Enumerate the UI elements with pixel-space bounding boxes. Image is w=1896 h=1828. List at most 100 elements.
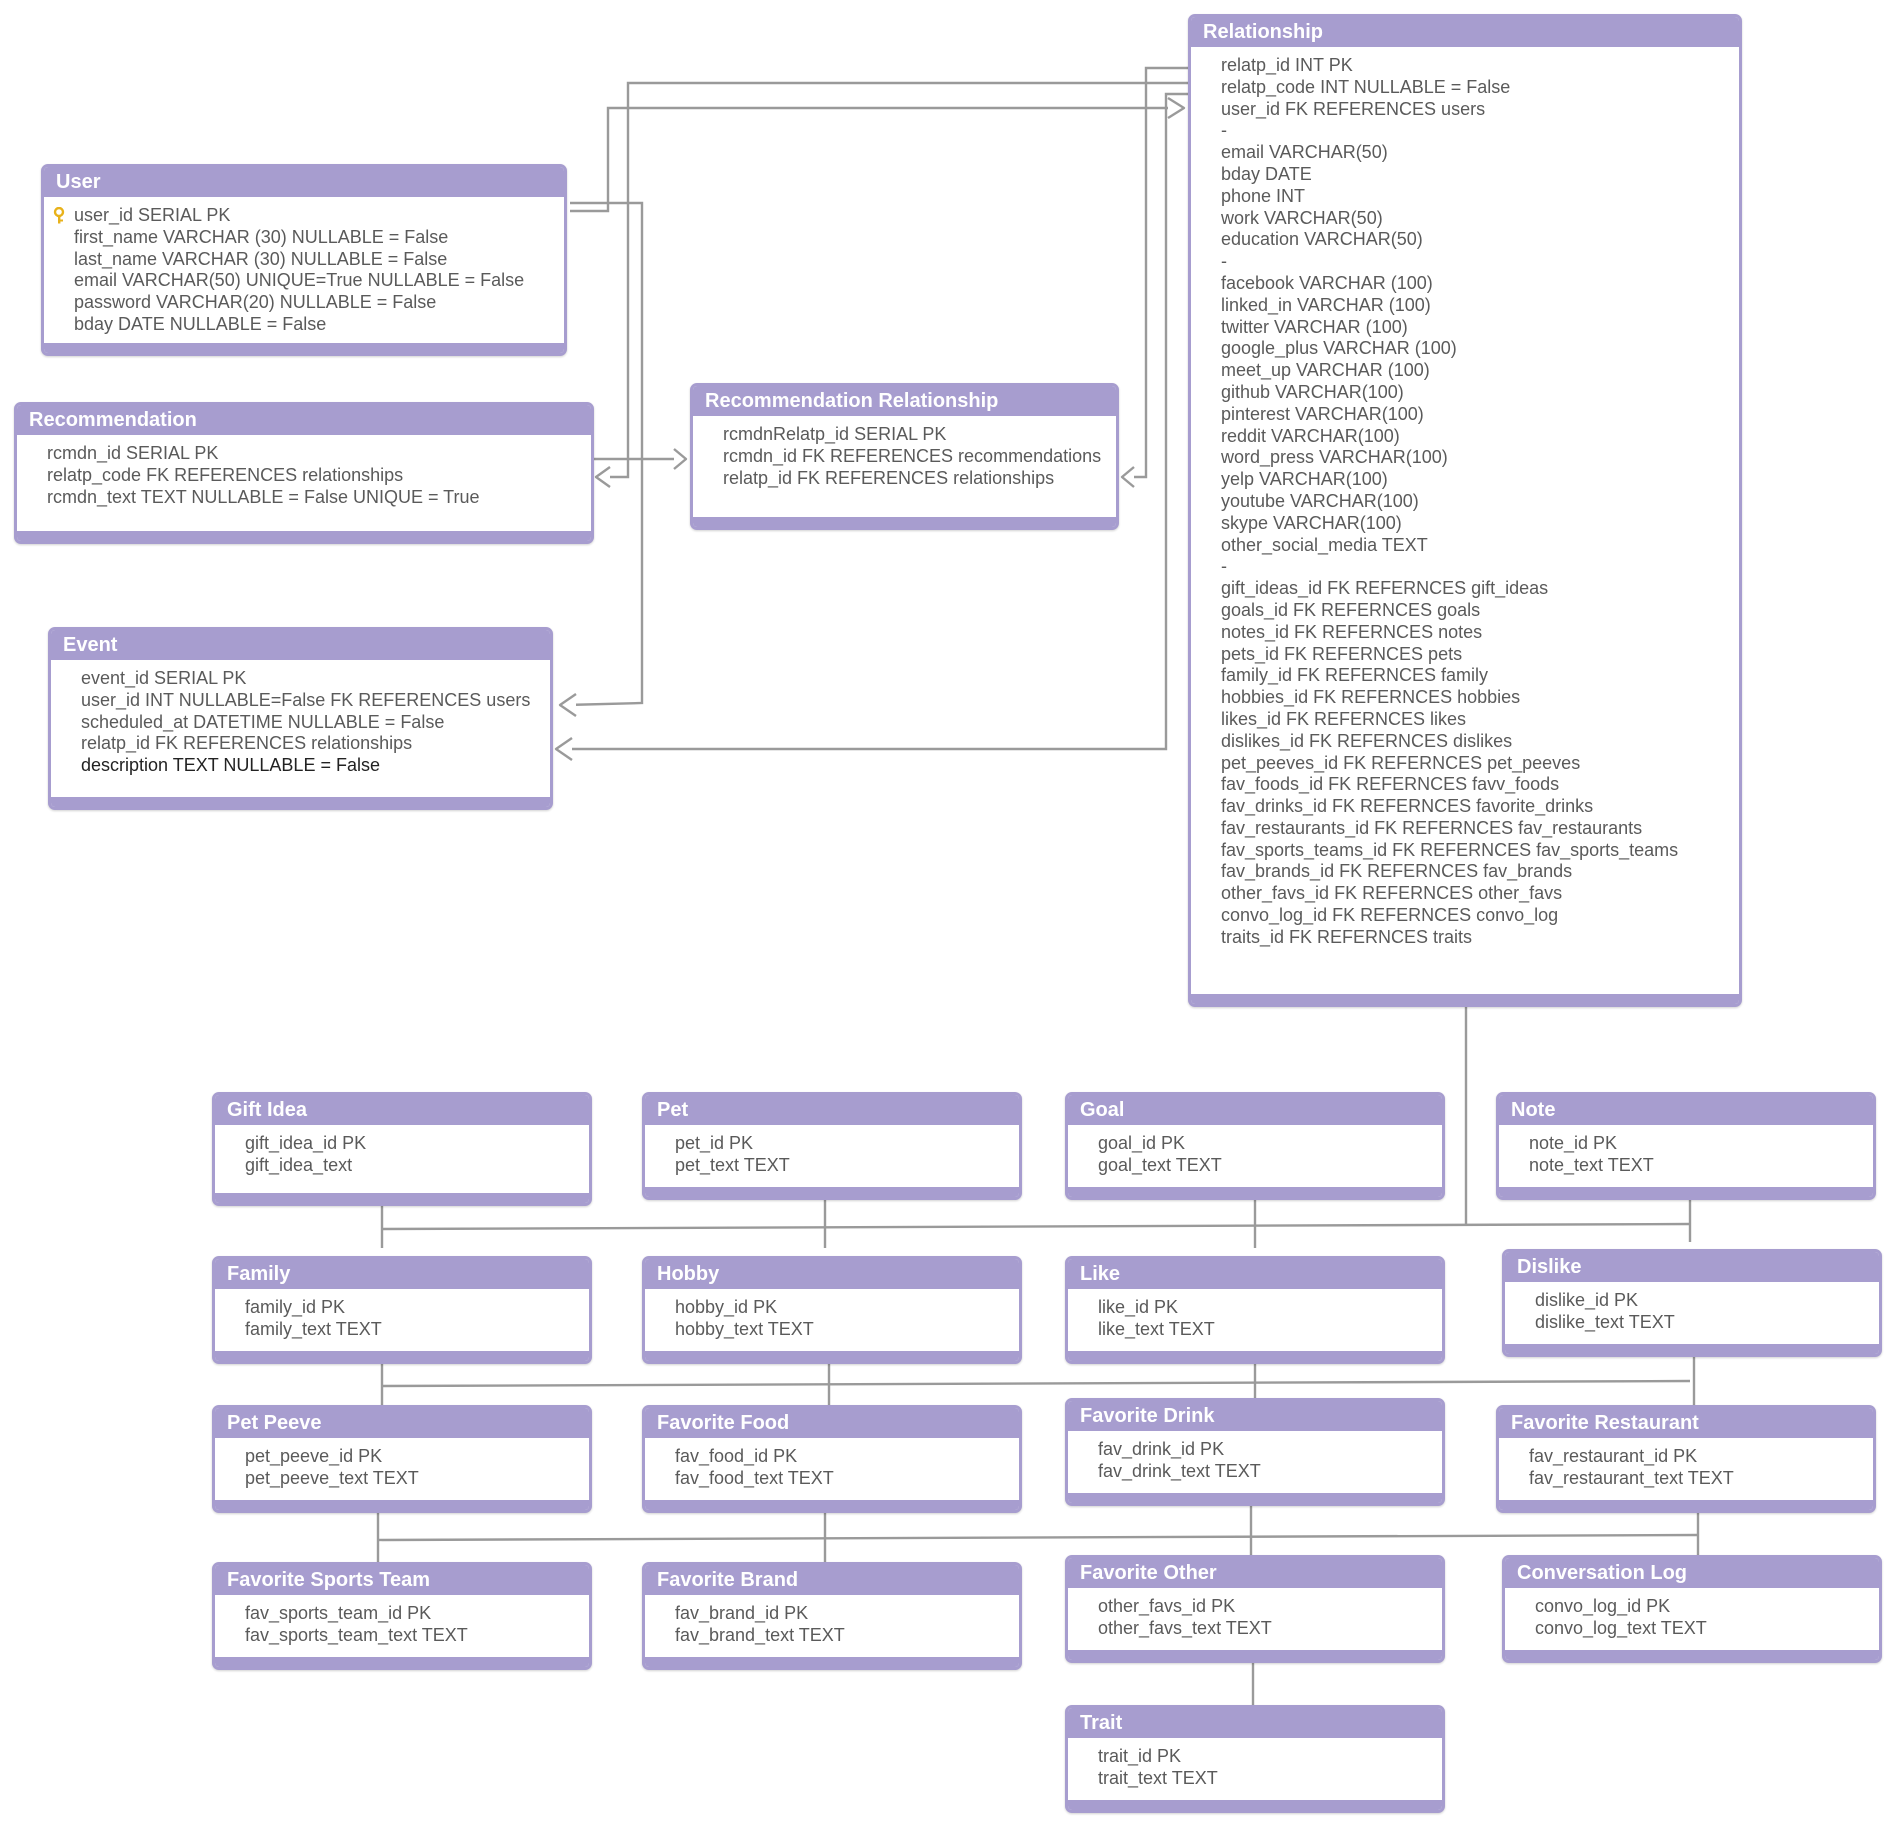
field-row: convo_log_id FK REFERNCES convo_log [1221,905,1559,926]
field-row: work VARCHAR(50) [1221,207,1383,228]
table-recommendation-relationship[interactable]: Recommendation Relationship rcmdnRelatp_… [690,383,1119,530]
key-icon [53,207,65,224]
connector-user-relationship [570,106,1170,213]
table-title: Favorite Food [645,1408,1019,1438]
field-row: fav_food_text TEXT [675,1467,834,1488]
field-row: pets_id FK REFERNCES pets [1221,643,1463,664]
connector-relationship-recommendation [600,81,1188,479]
field-row: hobby_id PK [675,1297,778,1317]
field-row: relatp_id FK REFERENCES relationships [723,467,1055,488]
table-title: Gift Idea [215,1095,589,1125]
field-row: like_id PK [1098,1297,1179,1317]
table-title: Note [1499,1095,1873,1125]
field-text: user_id SERIAL PK [74,205,231,225]
table-footer [645,1187,1019,1197]
table-title: User [44,167,564,197]
field-row: fav_sports_team_text TEXT [245,1624,468,1645]
field-row: other_social_media TEXT [1221,534,1428,555]
field-row: pet_peeves_id FK REFERNCES pet_peeves [1221,752,1581,773]
field-row: note_text TEXT [1529,1154,1654,1175]
table-favorite-restaurant[interactable]: Favorite Restaurant fav_restaurant_id PK… [1496,1405,1876,1513]
field-row: fav_brand_text TEXT [675,1624,845,1645]
field-row: fav_foods_id FK REFERNCES favv_foods [1221,774,1560,795]
table-footer [1505,1344,1879,1354]
arrowhead [1167,96,1186,120]
table-title: Conversation Log [1505,1558,1879,1588]
field-row: fav_restaurant_id PK [1529,1446,1698,1466]
table-title: Favorite Brand [645,1565,1019,1595]
field-row: - [1221,120,1227,141]
field-row: rcmdnRelatp_id SERIAL PK [723,424,947,444]
field-row: note_id PK [1529,1133,1618,1153]
field-row: email VARCHAR(50) [1221,142,1388,163]
bus-3 [377,1533,1699,1542]
field-row: goal_text TEXT [1098,1154,1222,1175]
field-row: relatp_code FK REFERENCES relationships [47,464,404,485]
field-row: likes_id FK REFERNCES likes [1221,708,1467,729]
field-row: phone INT [1221,185,1306,206]
field-row: first_name VARCHAR (30) NULLABLE = False [74,226,449,247]
table-title: Favorite Sports Team [215,1565,589,1595]
field-row: google_plus VARCHAR (100) [1221,338,1457,359]
field-row: github VARCHAR(100) [1221,381,1404,402]
field-row: fav_restaurants_id FK REFERNCES fav_rest… [1221,817,1643,838]
field-row: last_name VARCHAR (30) NULLABLE = False [74,248,448,269]
field-row: trait_id PK [1098,1746,1182,1766]
field-row: notes_id FK REFERNCES notes [1221,621,1483,642]
table-footer [1068,1650,1442,1660]
field-row: pet_text TEXT [675,1154,790,1175]
table-favorite-sports-team[interactable]: Favorite Sports Team fav_sports_team_id … [212,1562,592,1670]
field-row: fav_drinks_id FK REFERNCES favorite_drin… [1221,796,1594,817]
bus-1 [381,1222,1691,1231]
table-footer [44,343,564,353]
field-row: scheduled_at DATETIME NULLABLE = False [81,711,445,732]
table-footer [215,1500,589,1510]
field-row: linked_in VARCHAR (100) [1221,294,1431,315]
table-footer [1499,1500,1873,1510]
table-title: Favorite Restaurant [1499,1408,1873,1438]
connector-user-event [565,201,644,707]
field-row: - [1221,251,1227,272]
table-title: Pet Peeve [215,1408,589,1438]
arrowhead [594,466,611,488]
table-title: Trait [1068,1708,1442,1738]
field-row: user_id SERIAL PK [53,205,554,227]
field-row: fav_drink_id PK [1098,1439,1225,1459]
field-row: fav_brand_id PK [675,1603,809,1623]
field-row: youtube VARCHAR(100) [1221,490,1419,511]
field-row: fav_sports_teams_id FK REFERNCES fav_spo… [1221,839,1679,860]
field-row: - [1221,556,1227,577]
field-row: other_favs_id FK REFERNCES other_favs [1221,883,1563,904]
table-title: Recommendation [17,405,591,435]
